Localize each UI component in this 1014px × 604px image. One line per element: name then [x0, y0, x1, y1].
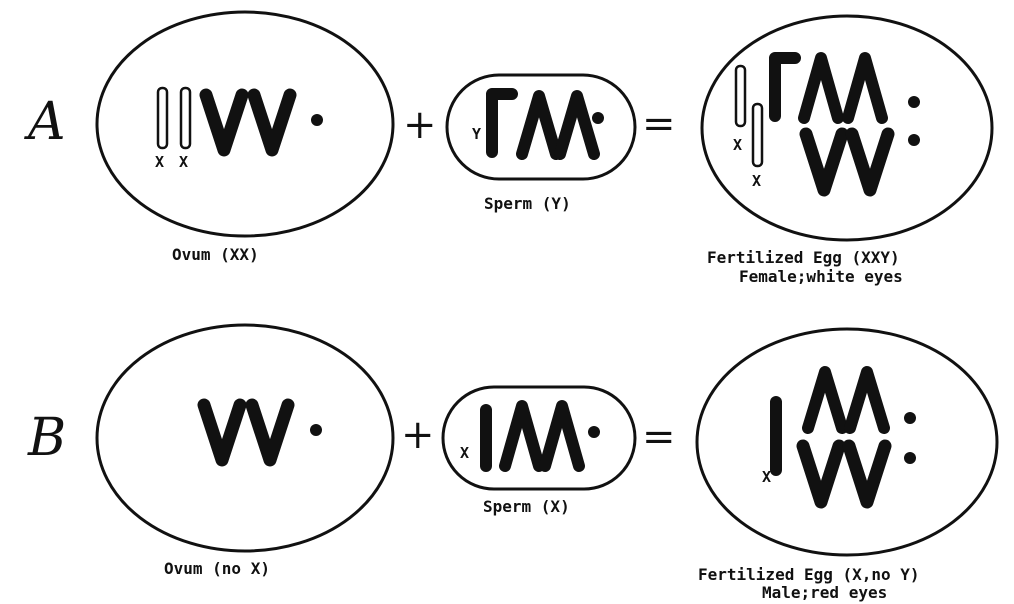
ovum-b-cell: [95, 323, 395, 553]
dot-chromosome: [588, 426, 600, 438]
egg-a-caption-line1: Fertilized Egg (XXY): [707, 248, 900, 267]
inverted-v-chromosome: [539, 400, 585, 472]
chromosome-label: X: [762, 468, 772, 486]
plus-sign: +: [401, 412, 435, 458]
ovum-a-cell: [95, 10, 395, 238]
v-chromosome: [199, 88, 249, 157]
egg-a-caption-line2: Female;white eyes: [739, 267, 903, 286]
inverted-v-chromosome: [842, 52, 888, 124]
dot-chromosome: [310, 424, 322, 436]
sperm-b-caption: Sperm (X): [483, 497, 570, 516]
x-chromosome-rod: [156, 86, 169, 150]
v-chromosome: [796, 439, 846, 509]
sperm-b-cell: [441, 385, 637, 491]
sperm-a-cell: [445, 73, 637, 181]
v-chromosome: [245, 398, 295, 467]
v-chromosome: [842, 439, 892, 509]
x-chromosome-rod: [179, 86, 192, 150]
dot-chromosome: [904, 412, 916, 424]
dot-chromosome: [904, 452, 916, 464]
chromosome-label: X: [752, 172, 762, 190]
y-chromosome: [769, 52, 801, 122]
dot-chromosome: [311, 114, 323, 126]
plus-sign: +: [403, 102, 437, 148]
ovum-b-caption: Ovum (no X): [164, 559, 270, 578]
v-chromosome: [197, 398, 247, 467]
ovum-a-caption: Ovum (XX): [172, 245, 259, 264]
v-chromosome: [845, 127, 895, 197]
row-label-b: B: [28, 408, 67, 468]
inverted-v-chromosome: [499, 400, 545, 472]
egg-b-caption-line1: Fertilized Egg (X,no Y): [698, 565, 920, 584]
inverted-v-chromosome: [516, 90, 562, 160]
y-chromosome: [486, 88, 518, 158]
egg-b-caption-line2: Male;red eyes: [762, 583, 888, 602]
chromosome-label: Y: [472, 125, 482, 143]
inverted-v-chromosome: [554, 90, 600, 160]
dot-chromosome: [592, 112, 604, 124]
egg-a-cell: [700, 14, 994, 242]
sperm-a-caption: Sperm (Y): [484, 194, 571, 213]
chromosome-label: X: [179, 153, 189, 171]
chromosome-label: X: [460, 444, 470, 462]
egg-b-cell: [695, 327, 999, 557]
inverted-v-chromosome: [844, 366, 890, 434]
chromosome-label: X: [733, 136, 743, 154]
dot-chromosome: [908, 96, 920, 108]
equals-sign: =: [642, 101, 676, 147]
v-chromosome: [799, 127, 849, 197]
row-label-a: A: [28, 92, 66, 152]
x-chromosome-rod: [751, 102, 764, 168]
v-chromosome: [247, 88, 297, 157]
dot-chromosome: [908, 134, 920, 146]
x-chromosome-rod: [734, 64, 747, 128]
equals-sign: =: [642, 414, 676, 460]
inverted-v-chromosome: [798, 52, 844, 124]
inverted-v-chromosome: [802, 366, 848, 434]
chromosome-label: X: [155, 153, 165, 171]
